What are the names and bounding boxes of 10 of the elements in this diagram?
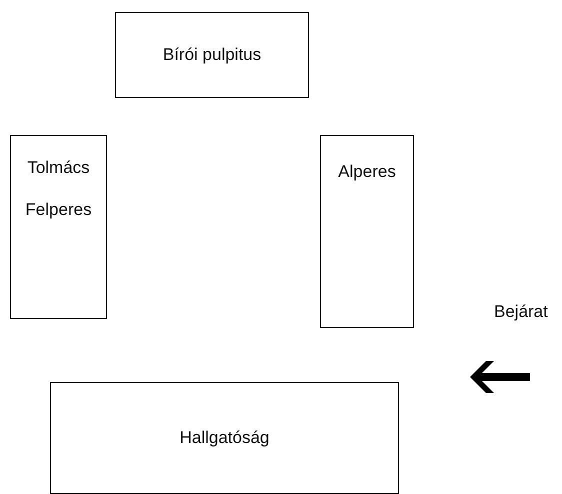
area-label: Hallgatóság xyxy=(180,428,270,448)
entrance-label: Bejárat xyxy=(494,302,548,322)
furniture-box xyxy=(115,12,309,98)
furniture-box xyxy=(50,382,399,494)
area-label: Bírói pulpitus xyxy=(162,44,262,66)
furniture-box xyxy=(10,135,107,319)
area-label: Tolmács xyxy=(27,158,90,178)
area-label: Felperes xyxy=(25,200,92,221)
area-label: Alperes xyxy=(338,162,396,182)
furniture-box xyxy=(320,135,414,328)
